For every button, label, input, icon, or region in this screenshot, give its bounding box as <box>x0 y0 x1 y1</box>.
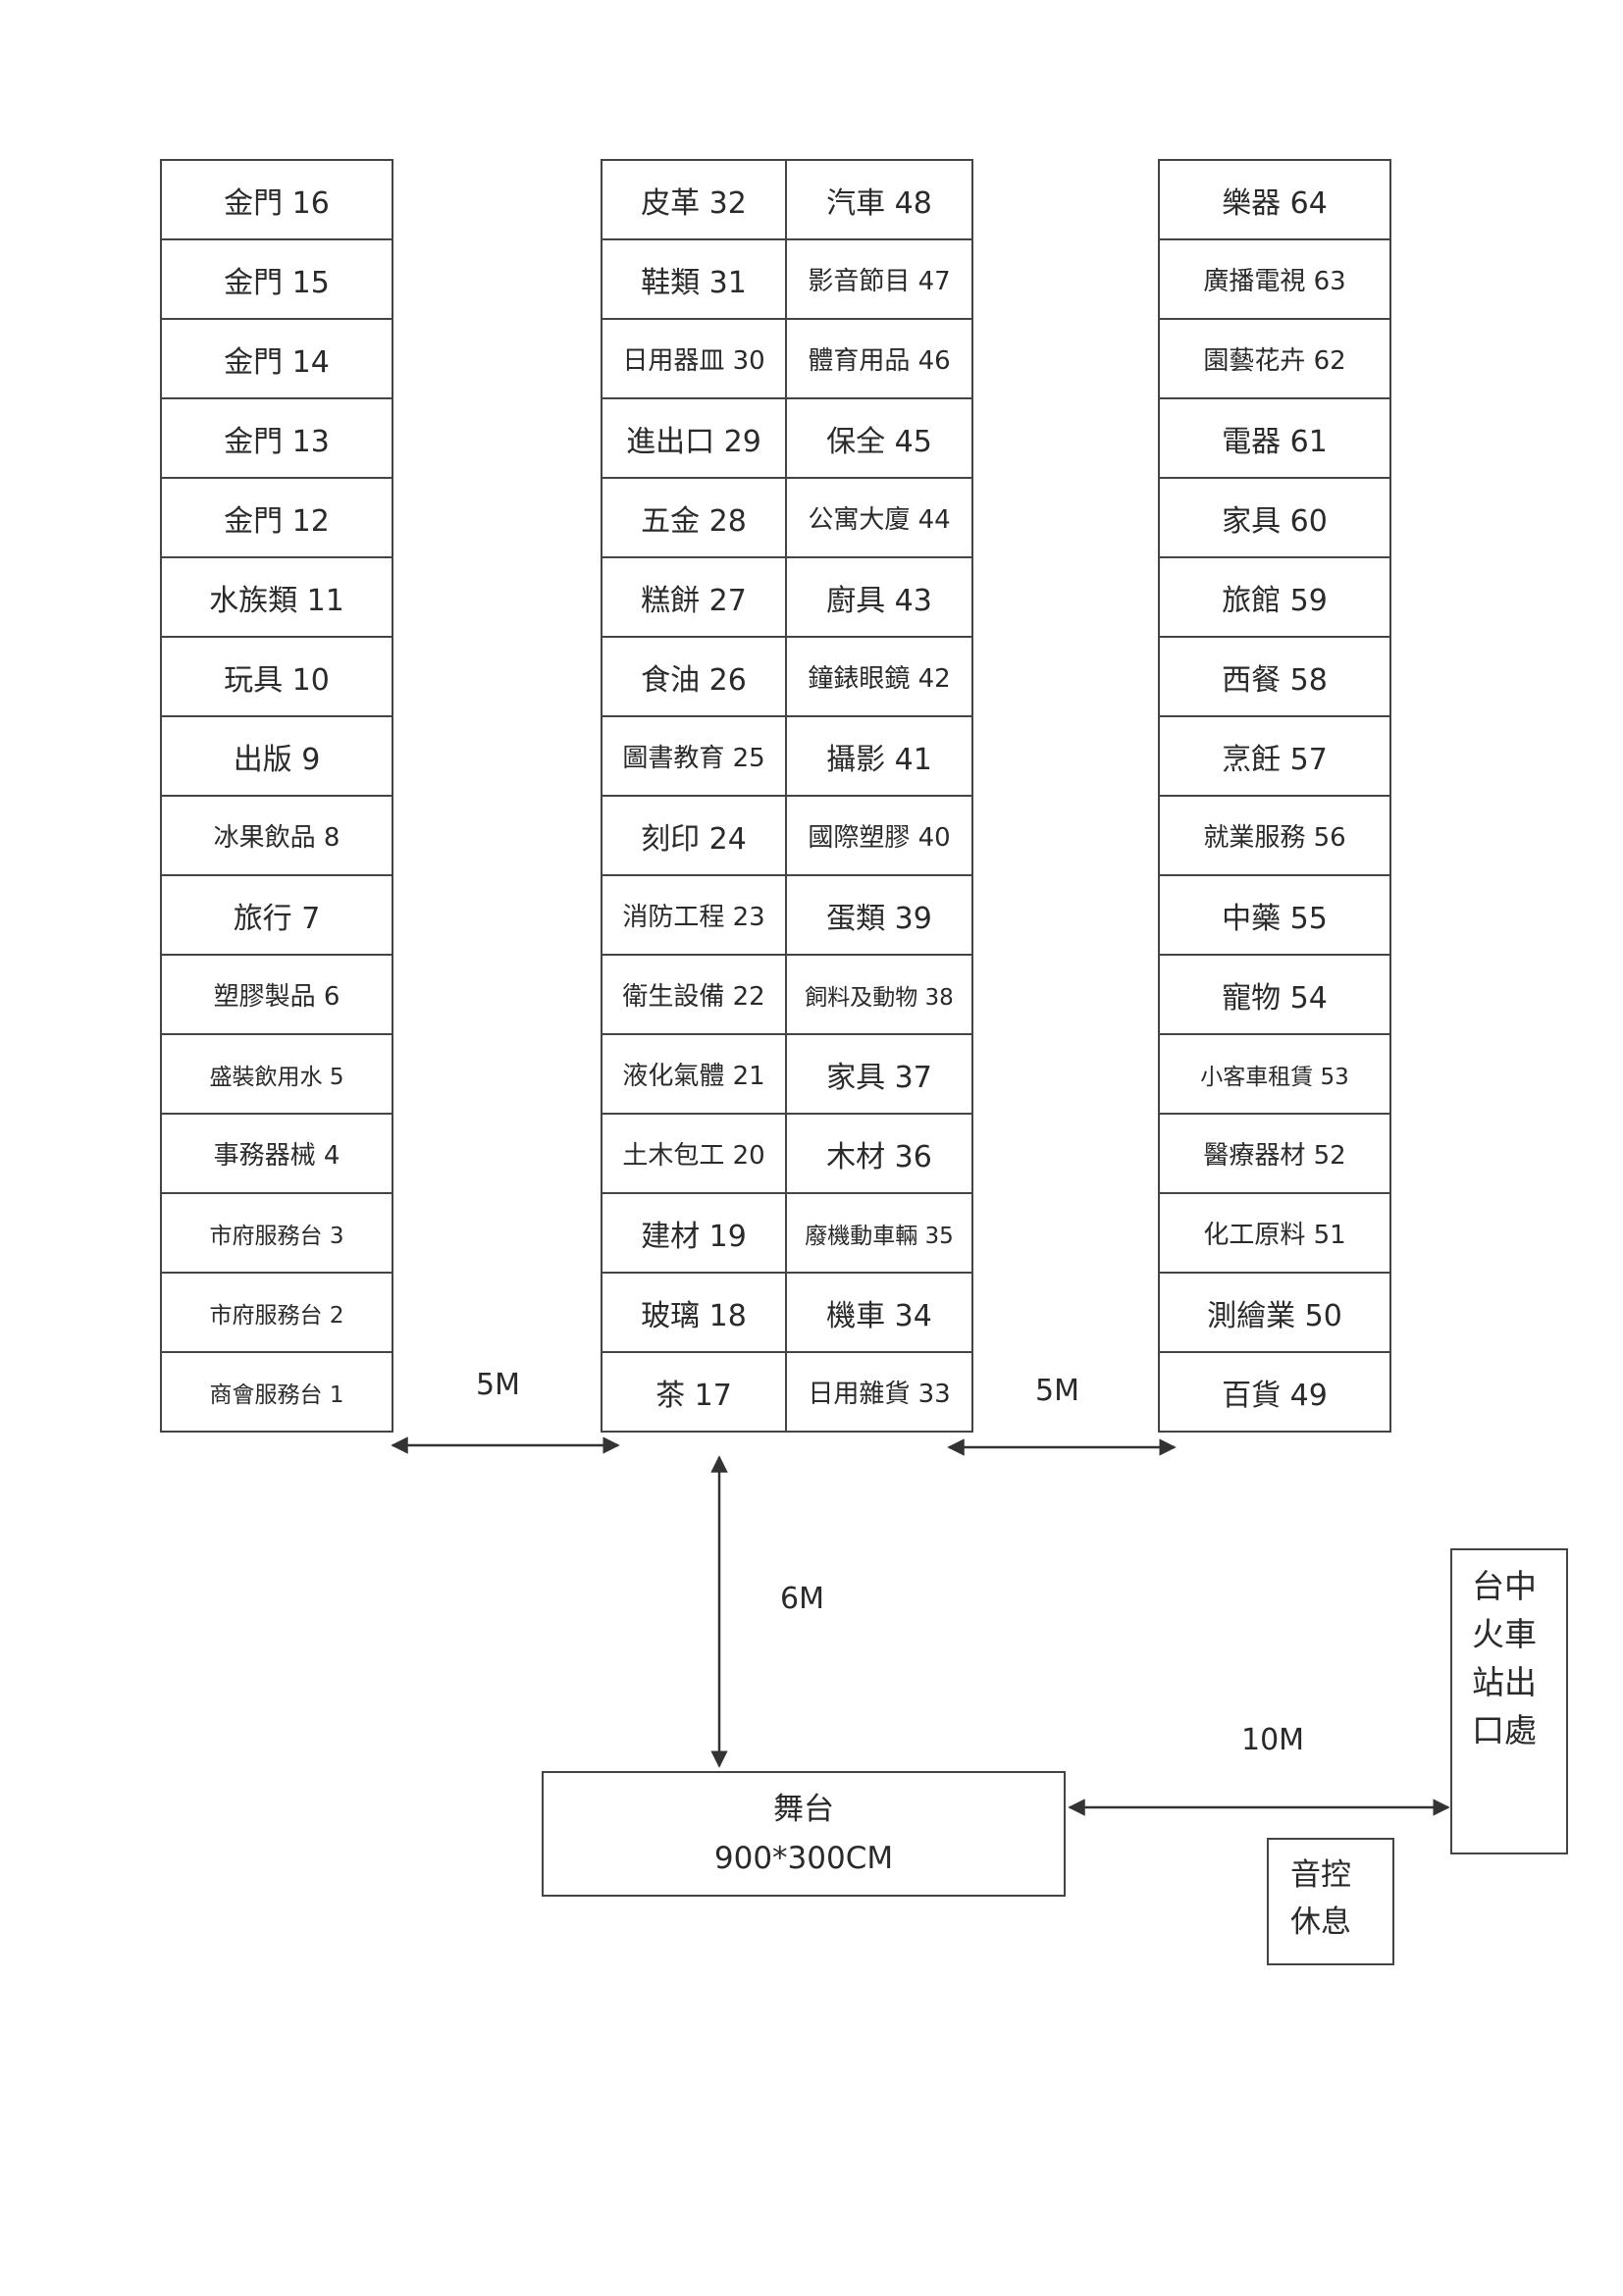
station-exit-line3: 站出 <box>1472 1663 1537 1701</box>
booth-cell: 塑膠製品 6 <box>162 956 392 1035</box>
booth-cell: 家具 60 <box>1160 479 1389 558</box>
stage-size: 900*300CM <box>713 1841 894 1876</box>
booth-cell: 樂器 64 <box>1160 161 1389 240</box>
booth-cell: 電器 61 <box>1160 399 1389 479</box>
booth-cell: 廚具 43 <box>787 558 971 638</box>
booth-cell: 機車 34 <box>787 1274 971 1353</box>
booth-cell: 衛生設備 22 <box>602 956 787 1035</box>
booth-cell: 旅館 59 <box>1160 558 1389 638</box>
booth-cell: 寵物 54 <box>1160 956 1389 1035</box>
booth-cell: 烹飪 57 <box>1160 717 1389 797</box>
booth-cell: 市府服務台 2 <box>162 1274 392 1353</box>
booth-cell: 體育用品 46 <box>787 320 971 399</box>
station-exit-box: 台中 火車 站出 口處 <box>1450 1548 1568 1854</box>
booth-cell: 金門 14 <box>162 320 392 399</box>
booth-cell: 事務器械 4 <box>162 1115 392 1194</box>
station-exit-line1: 台中 <box>1472 1567 1537 1605</box>
booth-cell: 保全 45 <box>787 399 971 479</box>
booth-cell: 影音節目 47 <box>787 240 971 320</box>
booth-cell: 液化氣體 21 <box>602 1035 787 1115</box>
booth-cell: 日用雜貨 33 <box>787 1353 971 1433</box>
booth-cell: 測繪業 50 <box>1160 1274 1389 1353</box>
booth-cell: 出版 9 <box>162 717 392 797</box>
booth-cell: 園藝花卉 62 <box>1160 320 1389 399</box>
booth-cell: 木材 36 <box>787 1115 971 1194</box>
booth-cell: 玻璃 18 <box>602 1274 787 1353</box>
booth-cell: 皮革 32 <box>602 161 787 240</box>
station-exit-line2: 火車 <box>1472 1615 1537 1653</box>
booth-cell: 鐘錶眼鏡 42 <box>787 638 971 717</box>
booth-cell: 盛裝飲用水 5 <box>162 1035 392 1115</box>
stage-gap-label: 6M <box>780 1582 824 1616</box>
booth-cell: 土木包工 20 <box>602 1115 787 1194</box>
booth-cell: 國際塑膠 40 <box>787 797 971 876</box>
booth-cell: 建材 19 <box>602 1194 787 1274</box>
booth-cell: 旅行 7 <box>162 876 392 956</box>
booth-cell: 糕餅 27 <box>602 558 787 638</box>
booth-cell: 進出口 29 <box>602 399 787 479</box>
booth-cell: 金門 12 <box>162 479 392 558</box>
booth-cell: 蛋類 39 <box>787 876 971 956</box>
booth-cell: 廢機動車輛 35 <box>787 1194 971 1274</box>
booth-cell: 攝影 41 <box>787 717 971 797</box>
sound-control-box: 音控 休息 <box>1267 1838 1394 1965</box>
booth-cell: 金門 16 <box>162 161 392 240</box>
station-exit-line4: 口處 <box>1472 1711 1537 1749</box>
booth-cell: 日用器皿 30 <box>602 320 787 399</box>
booth-cell: 金門 15 <box>162 240 392 320</box>
right-gap-label: 5M <box>1035 1374 1079 1408</box>
booth-cell: 飼料及動物 38 <box>787 956 971 1035</box>
booth-cell: 冰果飲品 8 <box>162 797 392 876</box>
booth-cell: 中藥 55 <box>1160 876 1389 956</box>
stage-title: 舞台 <box>773 1792 834 1827</box>
station-gap-label: 10M <box>1241 1723 1305 1757</box>
booth-cell: 西餐 58 <box>1160 638 1389 717</box>
left-gap-label: 5M <box>476 1368 520 1402</box>
booth-cell: 茶 17 <box>602 1353 787 1433</box>
booth-cell: 百貨 49 <box>1160 1353 1389 1433</box>
booth-cell: 家具 37 <box>787 1035 971 1115</box>
booth-cell: 市府服務台 3 <box>162 1194 392 1274</box>
booth-cell: 商會服務台 1 <box>162 1353 392 1433</box>
booth-cell: 廣播電視 63 <box>1160 240 1389 320</box>
booth-cell: 化工原料 51 <box>1160 1194 1389 1274</box>
sound-control-line2: 休息 <box>1290 1905 1351 1940</box>
booth-cell: 金門 13 <box>162 399 392 479</box>
booth-cell: 刻印 24 <box>602 797 787 876</box>
booth-cell: 食油 26 <box>602 638 787 717</box>
booth-cell: 公寓大廈 44 <box>787 479 971 558</box>
booth-cell: 汽車 48 <box>787 161 971 240</box>
booth-cell: 小客車租賃 53 <box>1160 1035 1389 1115</box>
booth-cell: 消防工程 23 <box>602 876 787 956</box>
booth-cell: 鞋類 31 <box>602 240 787 320</box>
stage-box: 舞台 900*300CM <box>542 1771 1066 1897</box>
booth-cell: 就業服務 56 <box>1160 797 1389 876</box>
booth-cell: 醫療器材 52 <box>1160 1115 1389 1194</box>
sound-control-line1: 音控 <box>1290 1857 1351 1893</box>
booth-cell: 水族類 11 <box>162 558 392 638</box>
booth-cell: 五金 28 <box>602 479 787 558</box>
booth-cell: 圖書教育 25 <box>602 717 787 797</box>
booth-cell: 玩具 10 <box>162 638 392 717</box>
